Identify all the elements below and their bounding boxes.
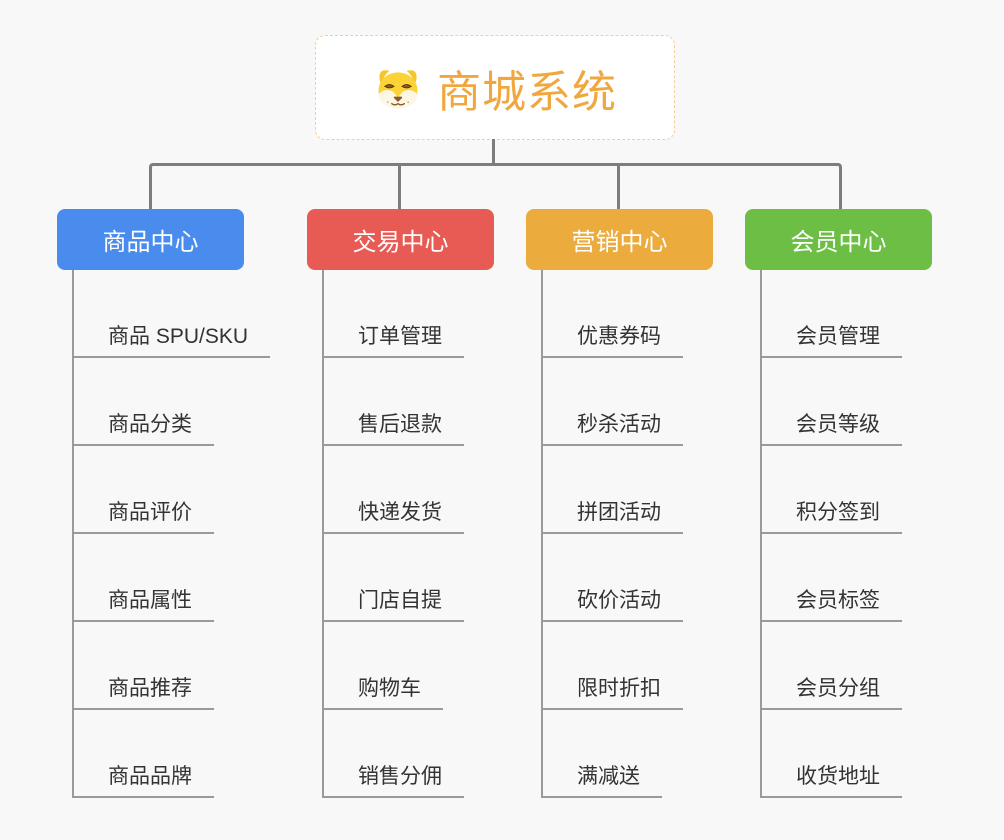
child-topic[interactable]: 拼团活动 [543, 446, 683, 534]
child-topic[interactable]: 商品品牌 [74, 710, 270, 798]
branch-node-trade-center[interactable]: 交易中心 [307, 209, 494, 270]
root-topic[interactable]: 商城系统 [315, 35, 675, 140]
branch-children-marketing-center: 优惠券码 秒杀活动 拼团活动 砍价活动 限时折扣 满减送 [541, 270, 683, 798]
child-topic-label: 商品推荐 [74, 676, 214, 710]
connector-drop-branch-3 [617, 163, 620, 210]
child-topic[interactable]: 快递发货 [324, 446, 464, 534]
branch-node-member-center[interactable]: 会员中心 [745, 209, 932, 270]
child-topic[interactable]: 优惠券码 [543, 270, 683, 358]
child-topic[interactable]: 积分签到 [762, 446, 902, 534]
child-topic[interactable]: 砍价活动 [543, 534, 683, 622]
child-topic[interactable]: 限时折扣 [543, 622, 683, 710]
child-topic-label: 商品属性 [74, 588, 214, 622]
connector-drop-branch-2 [398, 163, 401, 210]
child-topic-label: 会员等级 [762, 412, 902, 446]
child-topic[interactable]: 售后退款 [324, 358, 464, 446]
branch-children-member-center: 会员管理 会员等级 积分签到 会员标签 会员分组 收货地址 [760, 270, 902, 798]
child-topic-label: 限时折扣 [543, 676, 683, 710]
child-topic-label: 商品评价 [74, 500, 214, 534]
child-topic-label: 砍价活动 [543, 588, 683, 622]
connector-elbow-left [149, 163, 495, 210]
child-topic-label: 满减送 [543, 764, 662, 798]
child-topic[interactable]: 商品 SPU/SKU [74, 270, 271, 358]
child-topic-label: 商品分类 [74, 412, 214, 446]
child-topic[interactable]: 商品分类 [74, 358, 270, 446]
child-topic[interactable]: 收货地址 [762, 710, 902, 798]
root-topic-label: 商城系统 [437, 67, 617, 117]
connector-elbow-right [494, 163, 842, 210]
child-topic[interactable]: 销售分佣 [324, 710, 464, 798]
child-topic-label: 优惠券码 [543, 324, 683, 358]
child-topic[interactable]: 商品属性 [74, 534, 270, 622]
child-topic-label: 订单管理 [324, 324, 464, 358]
child-topic-label: 会员分组 [762, 676, 902, 710]
child-topic-label: 商品 SPU/SKU [74, 324, 271, 358]
child-topic[interactable]: 门店自提 [324, 534, 464, 622]
child-topic[interactable]: 满减送 [543, 710, 683, 798]
child-topic[interactable]: 会员等级 [762, 358, 902, 446]
child-topic-label: 商品品牌 [74, 764, 214, 798]
child-topic-label: 购物车 [324, 676, 443, 710]
child-topic-label: 拼团活动 [543, 500, 683, 534]
child-topic[interactable]: 会员标签 [762, 534, 902, 622]
child-topic[interactable]: 商品推荐 [74, 622, 270, 710]
child-topic-label: 售后退款 [324, 412, 464, 446]
child-topic[interactable]: 商品评价 [74, 446, 270, 534]
child-topic-label: 会员管理 [762, 324, 902, 358]
child-topic[interactable]: 秒杀活动 [543, 358, 683, 446]
branch-node-marketing-center[interactable]: 营销中心 [526, 209, 713, 270]
child-topic-label: 门店自提 [324, 588, 464, 622]
child-topic[interactable]: 会员管理 [762, 270, 902, 358]
branch-children-trade-center: 订单管理 售后退款 快递发货 门店自提 购物车 销售分佣 [322, 270, 464, 798]
child-topic[interactable]: 会员分组 [762, 622, 902, 710]
branch-children-product-center: 商品 SPU/SKU 商品分类 商品评价 商品属性 商品推荐 商品品牌 [72, 270, 271, 798]
child-topic-label: 积分签到 [762, 500, 902, 534]
root-stem-line [492, 139, 495, 165]
child-topic-label: 秒杀活动 [543, 412, 683, 446]
child-topic[interactable]: 购物车 [324, 622, 464, 710]
branch-node-product-center[interactable]: 商品中心 [57, 209, 244, 270]
child-topic-label: 收货地址 [762, 764, 902, 798]
child-topic[interactable]: 订单管理 [324, 270, 464, 358]
child-topic-label: 会员标签 [762, 588, 902, 622]
child-topic-label: 快递发货 [324, 500, 464, 534]
dog-face-icon [378, 69, 418, 108]
child-topic-label: 销售分佣 [324, 764, 464, 798]
